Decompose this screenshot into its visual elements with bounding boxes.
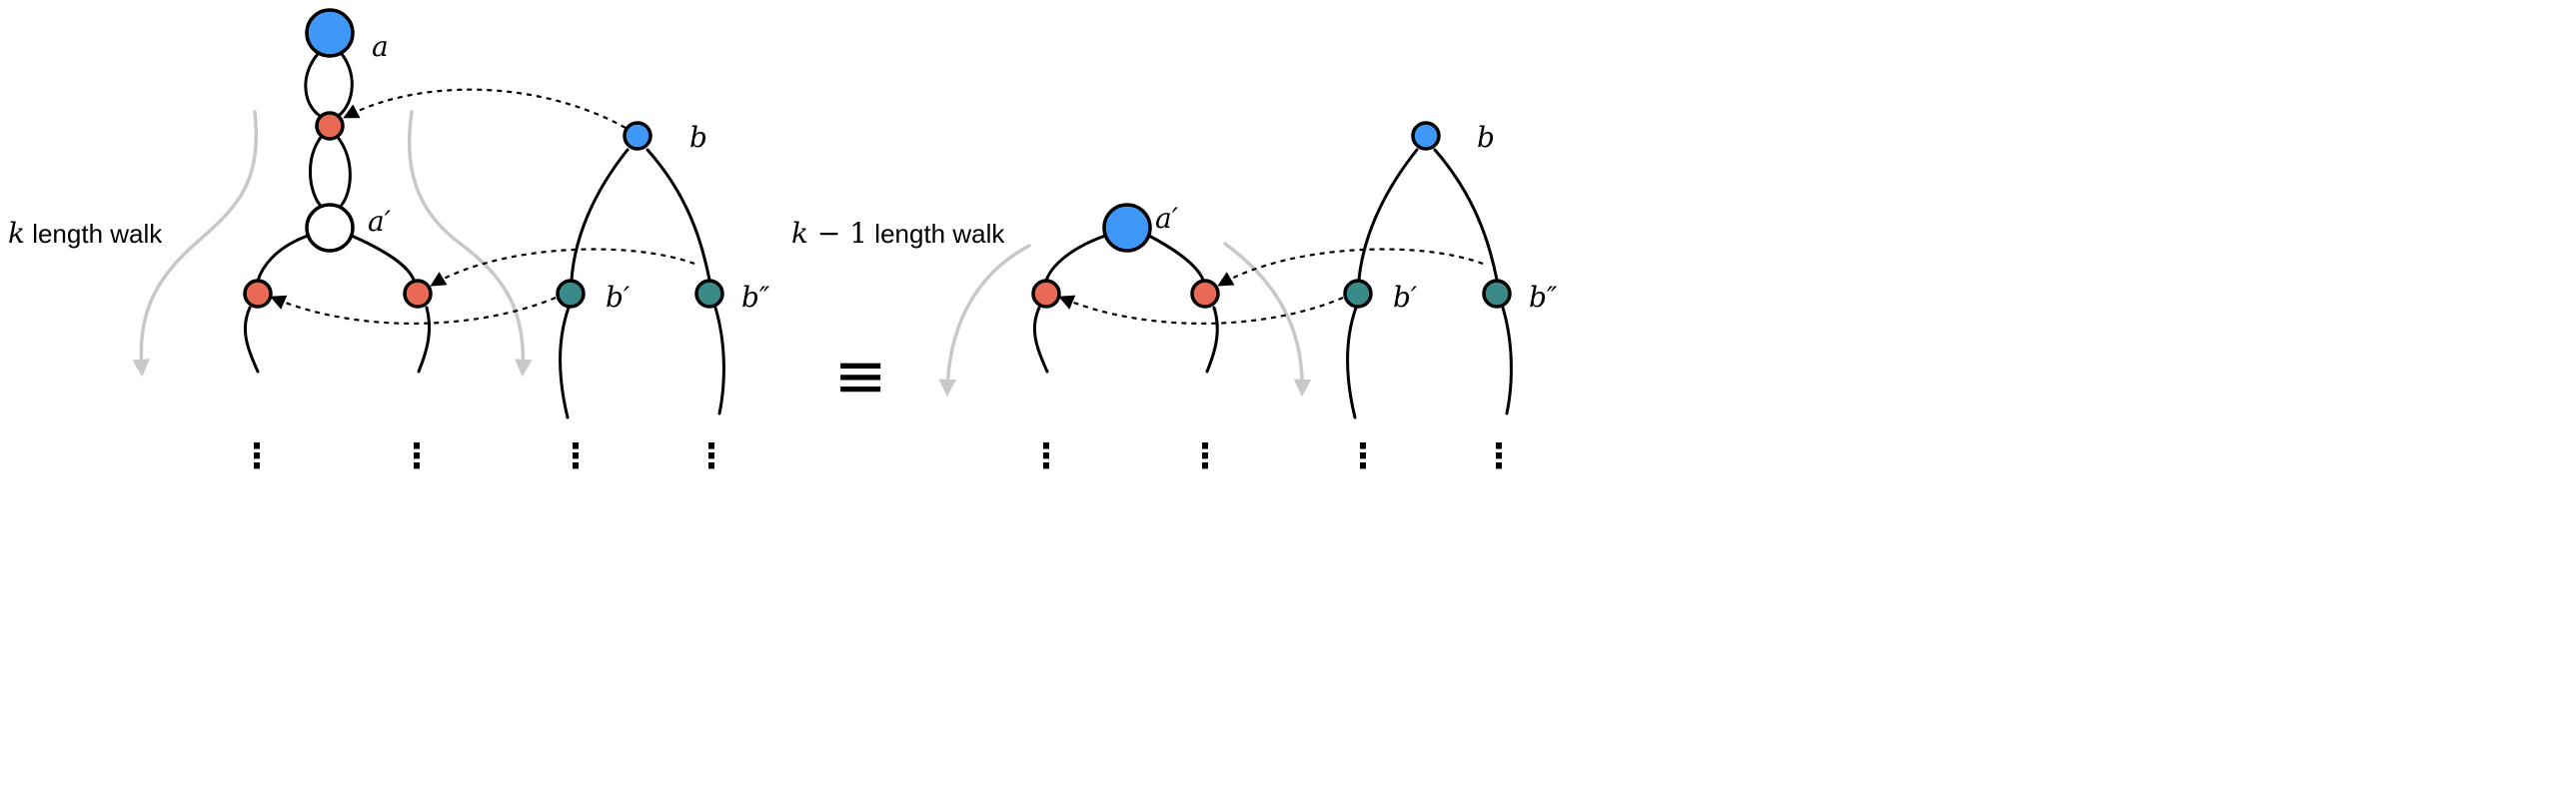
walk-arrow-right-left (938, 244, 1031, 398)
label-r-b-dprime: b″ (1529, 281, 1558, 314)
label-r-b-prime: b′ (1393, 281, 1418, 314)
edge-aprime-red-left (256, 234, 310, 283)
node-r-b-dprime (1482, 279, 1512, 309)
node-red-top (315, 111, 345, 141)
right-caption-text: length walk (867, 219, 1005, 249)
left-caption-variable: k (8, 217, 25, 250)
edge-bdprime-down (713, 306, 725, 415)
edge-b-bprime (570, 148, 630, 282)
label-b: b (689, 121, 707, 154)
right-caption-one: 1 (849, 217, 867, 250)
edge-r-b-bdprime (1433, 148, 1499, 282)
right-caption-minus: − (808, 217, 849, 250)
node-b-prime (556, 279, 586, 309)
dashed-arrow-bprime-to-red (270, 295, 557, 325)
continuation-dots-8: ⋮ (1482, 436, 1516, 476)
node-b-dprime (694, 279, 724, 309)
dashed-arrow-b-to-red (343, 88, 627, 129)
edge-r-red-right-down (1205, 306, 1219, 374)
edge-a-loop-left (304, 52, 324, 119)
edge-r-red-left-down (1032, 306, 1049, 374)
edge-b-bdprime (645, 148, 711, 282)
continuation-dots-5: ⋮ (1029, 436, 1063, 476)
node-r-a-prime (1102, 203, 1152, 253)
left-panel: a a′ b b′ b″ k length walk ⋮ ⋮ ⋮ ⋮ (8, 8, 770, 476)
walk-arrow-middle (407, 110, 533, 378)
right-caption-variable: k (791, 217, 808, 250)
dashed-arrow-r-bprime-to-red (1058, 295, 1344, 325)
edge-r-aprime-red-left (1044, 234, 1107, 283)
node-red-left (243, 279, 273, 309)
edge-r-bdprime-down (1501, 306, 1513, 415)
label-b-dprime: b″ (741, 281, 770, 314)
right-walk-caption: k − 1 length walk (791, 217, 1005, 250)
continuation-dots-3: ⋮ (559, 436, 593, 476)
continuation-dots-2: ⋮ (400, 436, 434, 476)
edge-red-right-down (417, 306, 432, 374)
edge-a-loop-right (335, 52, 354, 119)
label-r-a-prime: a′ (1155, 202, 1179, 235)
node-a-prime (305, 203, 355, 253)
node-r-b (1411, 121, 1441, 151)
walk-arrow-left (132, 110, 258, 378)
edge-bprime-down (559, 306, 571, 419)
edge-aprime-red-right (350, 234, 416, 282)
edge-red-aprime-left (308, 134, 324, 207)
left-caption-text: length walk (25, 219, 163, 249)
dashed-arrow-bdprime-to-red (430, 248, 695, 287)
node-r-b-prime (1343, 279, 1373, 309)
node-red-right (403, 279, 433, 309)
node-b (623, 121, 652, 151)
node-r-red-right (1190, 279, 1220, 309)
edge-r-bprime-down (1346, 306, 1358, 419)
continuation-dots-4: ⋮ (694, 436, 728, 476)
continuation-dots-6: ⋮ (1188, 436, 1222, 476)
edge-red-aprime-right (335, 134, 352, 207)
label-b-prime: b′ (606, 281, 631, 314)
dashed-arrow-r-bdprime-to-red (1217, 248, 1484, 287)
edge-r-aprime-red-right (1147, 234, 1205, 282)
edge-red-left-down (243, 306, 260, 374)
continuation-dots-7: ⋮ (1346, 436, 1380, 476)
continuation-dots-1: ⋮ (240, 436, 274, 476)
left-walk-caption: k length walk (8, 217, 163, 250)
graph-diagram: a a′ b b′ b″ k length walk ⋮ ⋮ ⋮ ⋮ ≡ (8, 8, 1558, 476)
node-r-red-left (1031, 279, 1061, 309)
label-a-prime: a′ (368, 205, 392, 238)
walk-arrow-right-middle (1223, 242, 1312, 398)
label-a: a (372, 30, 389, 63)
right-panel: a′ b b′ b″ k − 1 length walk ⋮ ⋮ ⋮ ⋮ (791, 121, 1558, 476)
node-a (305, 8, 355, 58)
equivalence-symbol: ≡ (833, 340, 887, 413)
label-r-b: b (1477, 121, 1495, 154)
edge-r-b-bprime (1357, 148, 1419, 282)
